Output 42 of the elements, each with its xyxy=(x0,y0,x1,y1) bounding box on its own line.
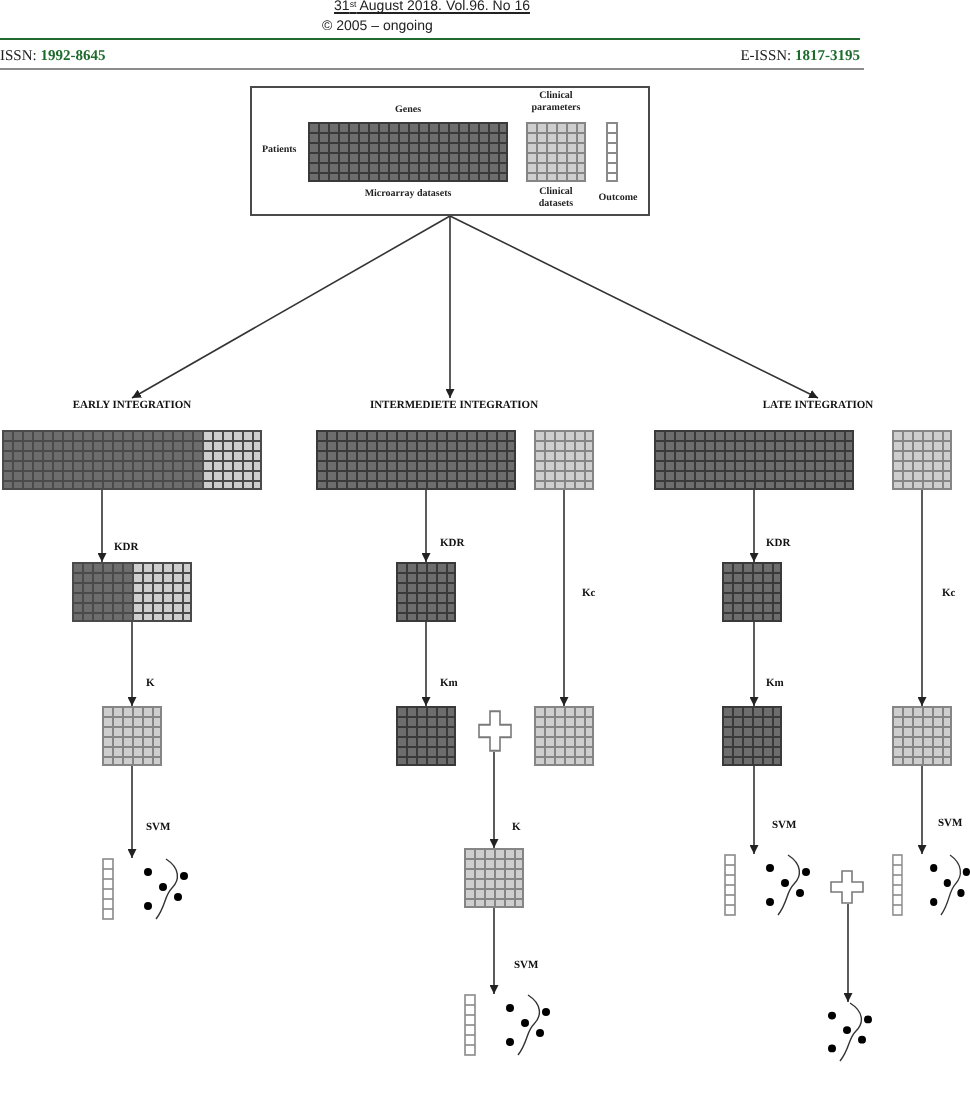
matrix-grid xyxy=(316,430,516,490)
vector-scatter-icon xyxy=(102,858,188,920)
arrow xyxy=(127,621,137,707)
matrix-grid xyxy=(892,706,952,766)
dataset-panel xyxy=(250,86,650,216)
vector-scatter-icon xyxy=(892,854,970,916)
vector-scatter-icon xyxy=(724,854,810,916)
arrow xyxy=(749,489,759,563)
arrow xyxy=(421,621,431,707)
matrix-grid xyxy=(654,430,854,490)
matrix-grid xyxy=(396,706,456,766)
matrix-grid xyxy=(722,706,782,766)
matrix-grid xyxy=(534,430,594,490)
arrow xyxy=(131,215,451,399)
arrow xyxy=(97,489,107,563)
arrow xyxy=(559,489,569,707)
matrix-grid xyxy=(526,122,586,182)
matrix-grid xyxy=(396,562,456,622)
matrix-grid xyxy=(534,706,594,766)
arrow xyxy=(445,215,455,399)
matrix-grid xyxy=(72,562,192,622)
matrix-grid xyxy=(308,122,508,182)
arrow xyxy=(421,489,431,563)
arrow xyxy=(127,765,137,859)
matrix-grid xyxy=(102,706,162,766)
outcome-vector xyxy=(606,122,618,182)
matrix-grid xyxy=(722,562,782,622)
arrow xyxy=(843,903,853,1003)
matrix-grid xyxy=(892,430,952,490)
arrow xyxy=(917,765,927,855)
arrow xyxy=(749,621,759,707)
arrow xyxy=(489,907,499,995)
matrix-grid xyxy=(2,430,262,490)
scatter-curve-icon xyxy=(826,1002,872,1062)
matrix-grid xyxy=(464,848,524,908)
plus-icon xyxy=(830,870,864,904)
arrow xyxy=(449,215,819,399)
arrow xyxy=(489,751,499,849)
arrow xyxy=(917,489,927,707)
vector-scatter-icon xyxy=(464,994,550,1056)
plus-icon xyxy=(478,710,512,752)
arrow xyxy=(749,765,759,855)
